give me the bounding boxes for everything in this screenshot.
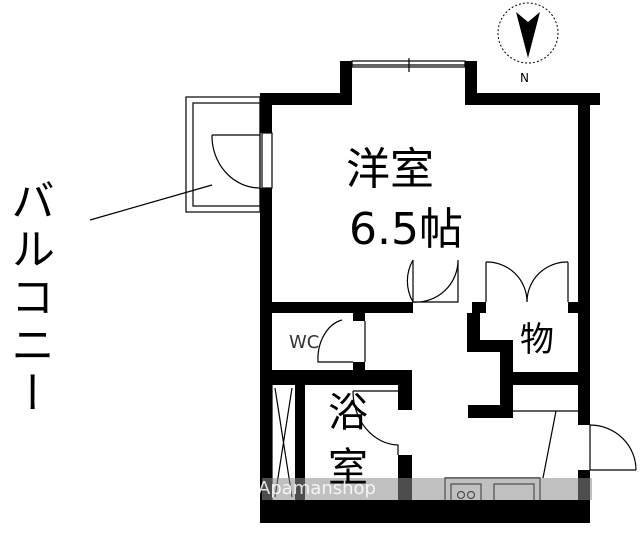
balcony-label: バルコニー xyxy=(3,178,54,418)
watermark: Apamanshop xyxy=(258,478,376,499)
room-label-western: 洋室 xyxy=(346,144,434,195)
room-label-wc: WC xyxy=(289,332,320,353)
room-label-bath-2: 室 xyxy=(328,445,368,491)
walls xyxy=(260,61,600,523)
watermark-band xyxy=(262,478,592,500)
north-label: N xyxy=(520,71,529,85)
fixtures xyxy=(89,58,637,509)
room-label-storage: 物 xyxy=(520,320,554,360)
compass xyxy=(497,2,559,64)
room-size-western: 6.5帖 xyxy=(349,204,463,255)
room-label-bath-1: 浴 xyxy=(328,390,368,436)
